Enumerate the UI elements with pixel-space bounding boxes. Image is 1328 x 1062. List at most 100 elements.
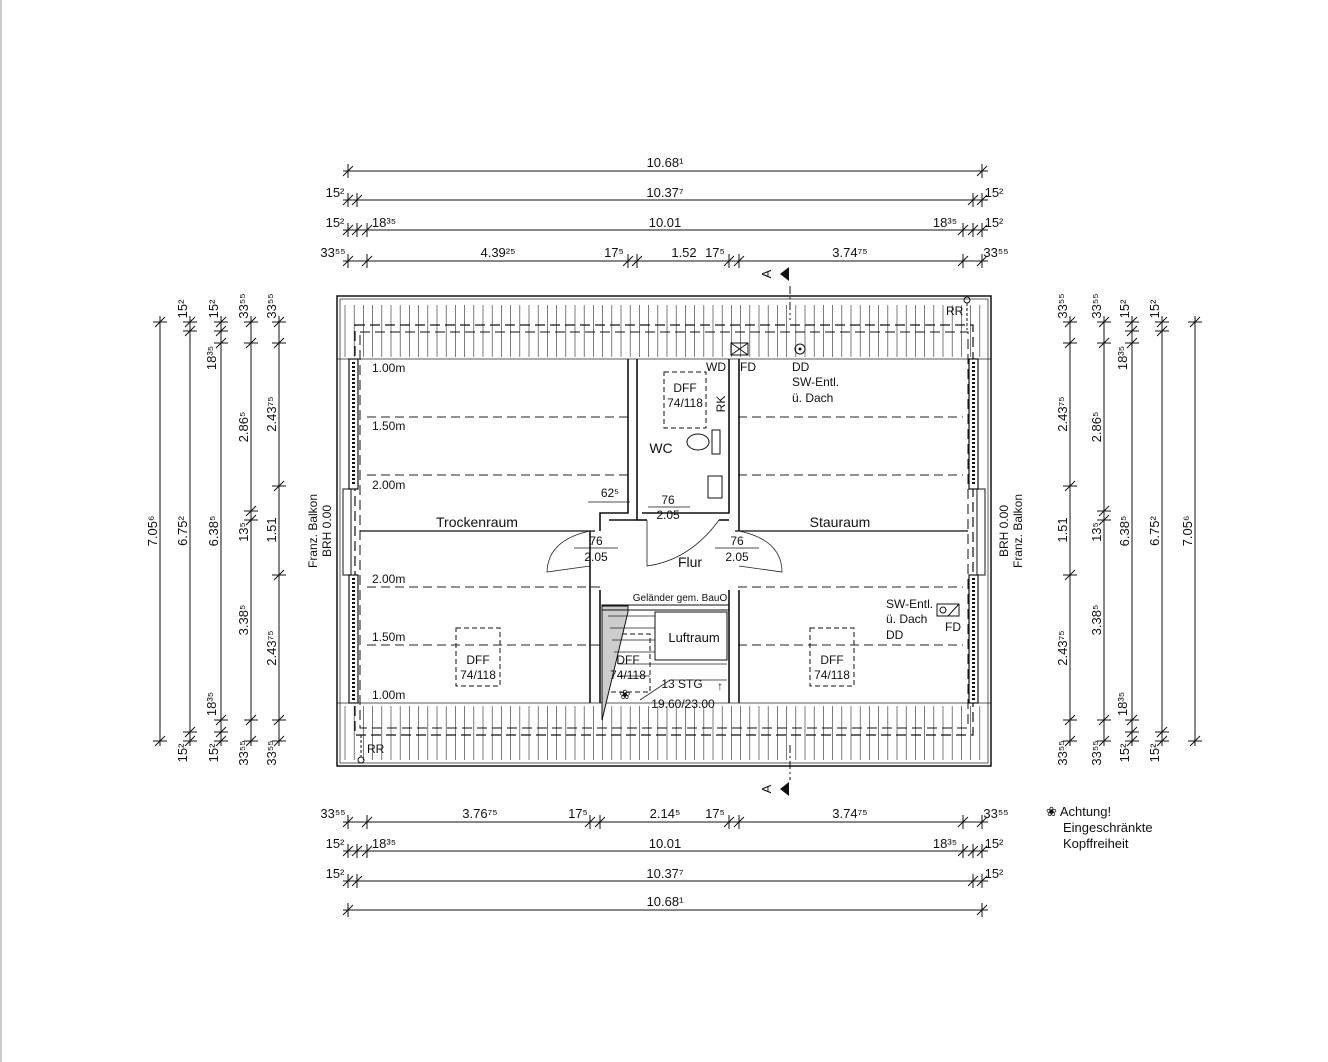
svg-text:15²: 15² <box>206 299 221 318</box>
svg-text:3.76⁷⁵: 3.76⁷⁵ <box>462 806 497 821</box>
svg-text:15²: 15² <box>175 299 190 318</box>
svg-text:RK: RK <box>714 396 728 413</box>
svg-text:76: 76 <box>589 534 603 548</box>
right-dimensions: 33⁵⁵ 2.43⁷⁵ 1.51 2.43⁷⁵ 33⁵⁵ 33⁵⁵ 2.86⁵ … <box>1055 293 1202 766</box>
stair-arrow-icon: ↑ <box>717 679 723 693</box>
svg-text:15²: 15² <box>1117 299 1132 318</box>
svg-text:DFF: DFF <box>616 653 639 667</box>
svg-text:1.52: 1.52 <box>671 245 696 260</box>
svg-text:17⁵: 17⁵ <box>568 806 588 821</box>
svg-text:10.01: 10.01 <box>649 215 682 230</box>
svg-text:DFF: DFF <box>820 653 843 667</box>
bottom-dimensions: 33⁵⁵ 3.76⁷⁵ 17⁵ 2.14⁵ 17⁵ 3.74⁷⁵ 33⁵⁵ 15… <box>320 806 1009 917</box>
svg-text:33⁵⁵: 33⁵⁵ <box>1089 740 1104 765</box>
room-luftraum: Luftraum <box>668 630 719 645</box>
svg-text:2.86⁵: 2.86⁵ <box>1089 412 1104 443</box>
svg-text:33⁵⁵: 33⁵⁵ <box>983 806 1008 821</box>
room-wc: WC <box>649 440 672 456</box>
svg-text:1.00m: 1.00m <box>372 361 405 375</box>
dim-top-total: 10.68¹ <box>647 155 685 170</box>
svg-text:2.14⁵: 2.14⁵ <box>650 806 681 821</box>
svg-text:2.43⁷⁵: 2.43⁷⁵ <box>1055 396 1070 431</box>
svg-text:33⁵⁵: 33⁵⁵ <box>264 740 279 765</box>
svg-text:33⁵⁵: 33⁵⁵ <box>983 245 1008 260</box>
svg-text:6.38⁵: 6.38⁵ <box>206 516 221 547</box>
svg-text:17⁵: 17⁵ <box>705 806 725 821</box>
svg-text:SW-Entl.: SW-Entl. <box>792 375 839 389</box>
svg-text:DFF: DFF <box>673 381 696 395</box>
building <box>336 267 992 796</box>
svg-text:18³⁵: 18³⁵ <box>372 836 396 851</box>
svg-text:13⁵: 13⁵ <box>1089 522 1104 542</box>
svg-text:3.38⁵: 3.38⁵ <box>1089 605 1104 636</box>
svg-text:RR: RR <box>367 742 385 756</box>
top-dimensions: 10.68¹ 15² 10.37⁷ 15² 15² 18³⁵ 10.01 18³… <box>320 155 1009 268</box>
dim-top-2: 10.37⁷ <box>646 185 684 200</box>
svg-text:33⁵⁵: 33⁵⁵ <box>264 293 279 318</box>
roof-tiles-bottom <box>344 706 981 760</box>
svg-text:18³⁵: 18³⁵ <box>1115 692 1130 716</box>
svg-text:33⁵⁵: 33⁵⁵ <box>236 293 251 318</box>
svg-text:2.86⁵: 2.86⁵ <box>236 412 251 443</box>
svg-text:DFF: DFF <box>466 653 489 667</box>
svg-text:SW-Entl.: SW-Entl. <box>886 597 933 611</box>
svg-text:18³⁵: 18³⁵ <box>1115 346 1130 370</box>
plan-labels: Trockenraum Stauraum Flur WC Luftraum 1.… <box>306 269 1025 793</box>
svg-text:15²: 15² <box>1147 743 1162 762</box>
section-marker-bottom: A <box>759 784 774 793</box>
svg-text:10.01: 10.01 <box>649 836 682 851</box>
svg-text:2.43⁷⁵: 2.43⁷⁵ <box>264 630 279 665</box>
svg-text:2.00m: 2.00m <box>372 572 405 586</box>
svg-text:4.39²⁵: 4.39²⁵ <box>480 245 515 260</box>
svg-text:7.05⁶: 7.05⁶ <box>1180 516 1195 547</box>
svg-text:BRH 0.00: BRH 0.00 <box>997 505 1011 557</box>
svg-text:2.43⁷⁵: 2.43⁷⁵ <box>264 396 279 431</box>
room-stauraum: Stauraum <box>810 514 871 530</box>
svg-text:WD: WD <box>706 360 726 374</box>
svg-text:13⁵: 13⁵ <box>236 522 251 542</box>
svg-text:18³⁵: 18³⁵ <box>204 692 219 716</box>
svg-text:19.60/23.00: 19.60/23.00 <box>651 697 715 711</box>
svg-text:15²: 15² <box>985 866 1004 881</box>
room-trockenraum: Trockenraum <box>436 514 518 530</box>
svg-text:Geländer gem. BauO: Geländer gem. BauO <box>633 593 728 604</box>
svg-text:1.51: 1.51 <box>264 517 279 542</box>
svg-text:15²: 15² <box>985 836 1004 851</box>
svg-text:15²: 15² <box>1147 299 1162 318</box>
svg-text:6.38⁵: 6.38⁵ <box>1117 516 1132 547</box>
svg-text:6.75²: 6.75² <box>175 516 190 546</box>
svg-text:RR: RR <box>946 304 964 318</box>
headroom-note-icon: ❀ <box>1046 804 1057 819</box>
svg-text:15²: 15² <box>326 215 345 230</box>
svg-text:2.00m: 2.00m <box>372 478 405 492</box>
left-dimensions: 7.05⁶ 15² 6.75² 15² 15² 18³⁵ 6.38⁵ 18³⁵ … <box>145 293 286 766</box>
svg-text:18³⁵: 18³⁵ <box>933 836 957 851</box>
svg-text:76: 76 <box>661 493 675 507</box>
svg-text:2.05: 2.05 <box>656 508 680 522</box>
headroom-note: ❀ Achtung! Eingeschränkte Kopffreiheit <box>1046 804 1153 851</box>
svg-text:74/118: 74/118 <box>460 668 496 682</box>
dim-bottom-total: 10.68¹ <box>647 894 685 909</box>
svg-text:18³⁵: 18³⁵ <box>933 215 957 230</box>
svg-text:1.00m: 1.00m <box>372 688 405 702</box>
svg-text:2.05: 2.05 <box>584 550 608 564</box>
svg-text:3.74⁷⁵: 3.74⁷⁵ <box>832 245 867 260</box>
svg-text:33⁵⁵: 33⁵⁵ <box>236 740 251 765</box>
svg-text:ü. Dach: ü. Dach <box>886 612 927 626</box>
svg-text:10.37⁷: 10.37⁷ <box>646 866 684 881</box>
svg-text:15²: 15² <box>175 743 190 762</box>
svg-text:74/118: 74/118 <box>667 396 703 410</box>
svg-text:15²: 15² <box>206 743 221 762</box>
svg-text:33⁵⁵: 33⁵⁵ <box>1055 293 1070 318</box>
svg-text:Franz. Balkon: Franz. Balkon <box>306 494 320 568</box>
svg-text:DD: DD <box>792 360 810 374</box>
svg-text:2.43⁷⁵: 2.43⁷⁵ <box>1055 630 1070 665</box>
svg-text:17⁵: 17⁵ <box>705 245 725 260</box>
svg-text:76: 76 <box>730 534 744 548</box>
svg-text:2.05: 2.05 <box>725 550 749 564</box>
svg-text:18³⁵: 18³⁵ <box>372 215 396 230</box>
svg-text:1.50m: 1.50m <box>372 419 405 433</box>
svg-text:33⁵⁵: 33⁵⁵ <box>1089 293 1104 318</box>
svg-text:74/118: 74/118 <box>814 668 850 682</box>
